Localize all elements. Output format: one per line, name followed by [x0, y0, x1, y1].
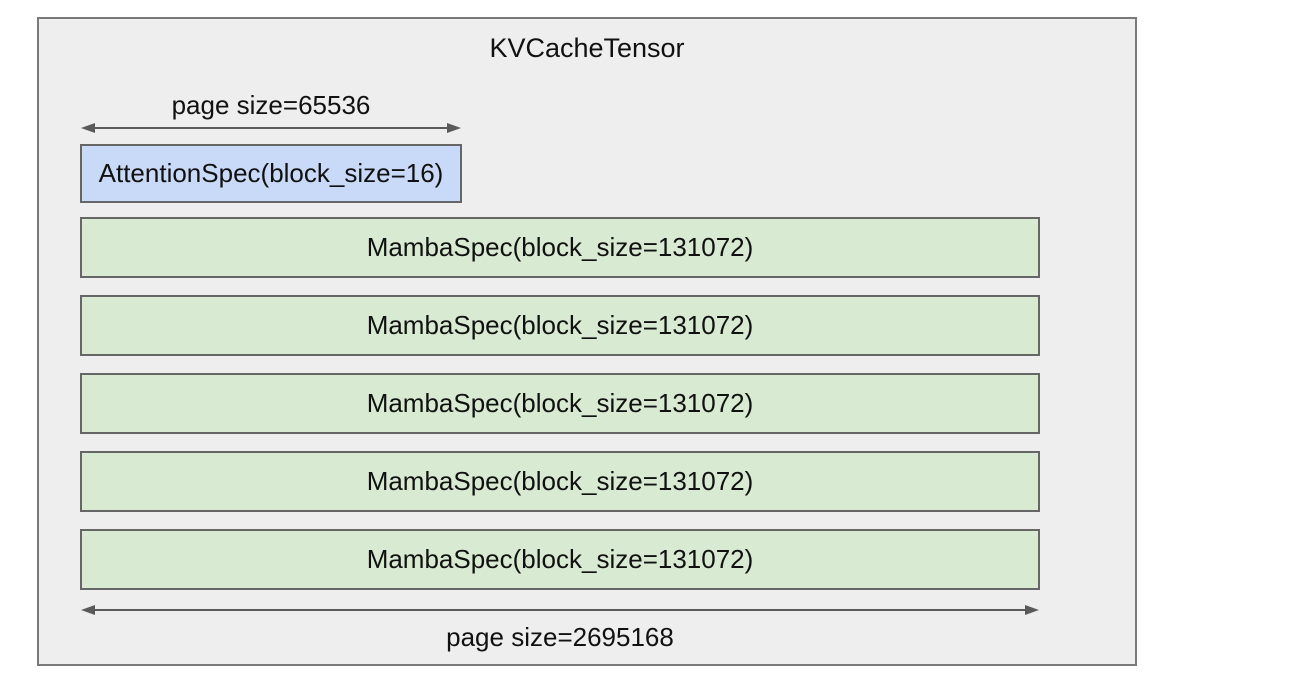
mamba-spec-label: MambaSpec(block_size=131072)	[366, 232, 754, 262]
bottom-dimension-arrow	[81, 605, 1039, 615]
attention-spec-label: AttentionSpec(block_size=16)	[98, 158, 444, 188]
page-size-top-label: page size=65536	[171, 90, 371, 120]
diagram-title: KVCacheTensor	[489, 33, 685, 63]
mamba-spec-label: MambaSpec(block_size=131072)	[366, 310, 754, 340]
mamba-spec-box: MambaSpec(block_size=131072)	[80, 451, 1040, 512]
kvcache-tensor-container: KVCacheTensor page size=65536 AttentionS…	[37, 17, 1137, 666]
mamba-spec-box: MambaSpec(block_size=131072)	[80, 529, 1040, 590]
attention-spec-box: AttentionSpec(block_size=16)	[80, 144, 462, 203]
mamba-spec-label: MambaSpec(block_size=131072)	[366, 544, 754, 574]
mamba-spec-label: MambaSpec(block_size=131072)	[366, 388, 754, 418]
mamba-spec-label: MambaSpec(block_size=131072)	[366, 466, 754, 496]
mamba-spec-box: MambaSpec(block_size=131072)	[80, 217, 1040, 278]
mamba-spec-box: MambaSpec(block_size=131072)	[80, 373, 1040, 434]
page-size-bottom-label: page size=2695168	[446, 622, 674, 652]
top-dimension-arrow	[81, 123, 461, 133]
mamba-spec-box: MambaSpec(block_size=131072)	[80, 295, 1040, 356]
